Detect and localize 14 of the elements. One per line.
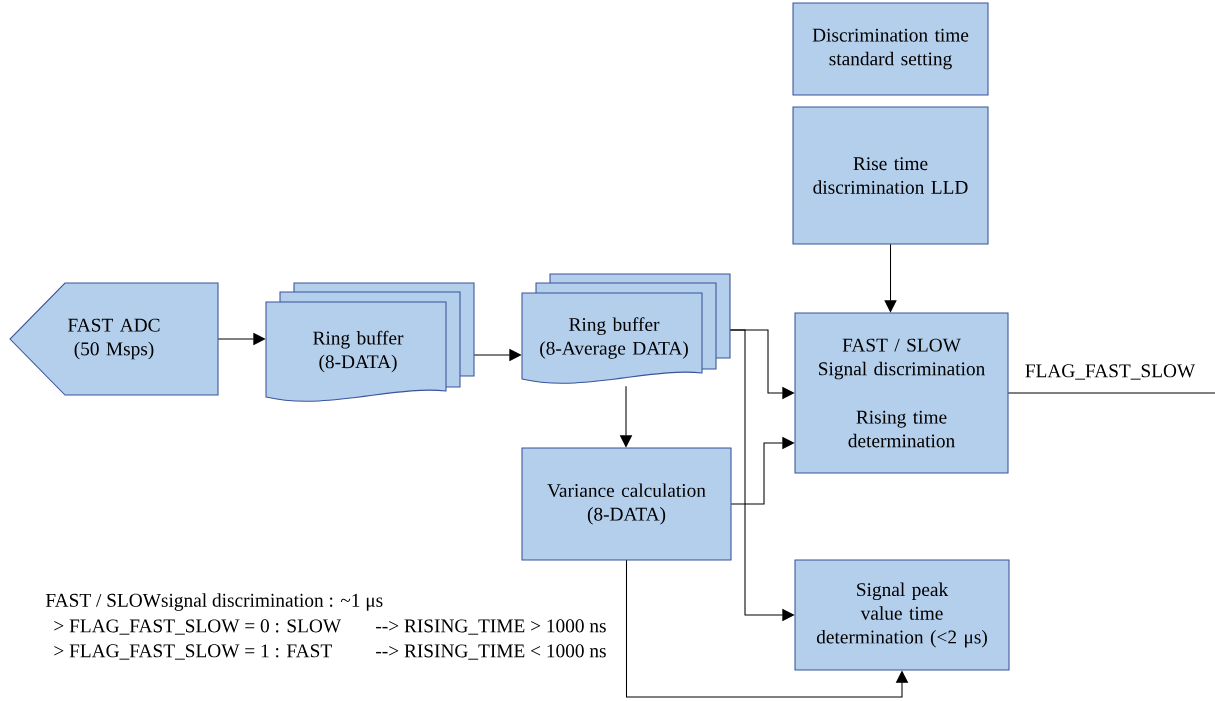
edge-label: FLAG_FAST_SLOW: [1023, 362, 1197, 382]
process-box: Variance calculation (8-DATA): [521, 447, 732, 561]
note-text: FAST / SLOWsignal discrimination : ~1 μs: [45, 593, 383, 611]
document-stack: Ring buffer (8-DATA): [265, 282, 475, 402]
note-text: --> RISING_TIME > 1000 ns: [376, 619, 606, 635]
note-text: --> RISING_TIME < 1000 ns: [376, 644, 606, 660]
process-box: FAST / SLOW Signal discrimination Rising time determination: [794, 312, 1009, 474]
note-text: > FLAG_FAST_SLOW = 0 : SLOW: [54, 619, 342, 635]
process-box: Rise time discrimination LLD: [792, 106, 989, 245]
process-box: Signal peak value time determination (<2 μs): [794, 559, 1010, 671]
process-box: Discrimination time standard setting: [792, 2, 989, 96]
input-pentagon: FAST ADC (50 Msps): [9, 282, 219, 396]
note-text: > FLAG_FAST_SLOW = 1 : FAST: [54, 644, 332, 660]
document-stack: Ring buffer (8-Average DATA): [521, 273, 731, 384]
